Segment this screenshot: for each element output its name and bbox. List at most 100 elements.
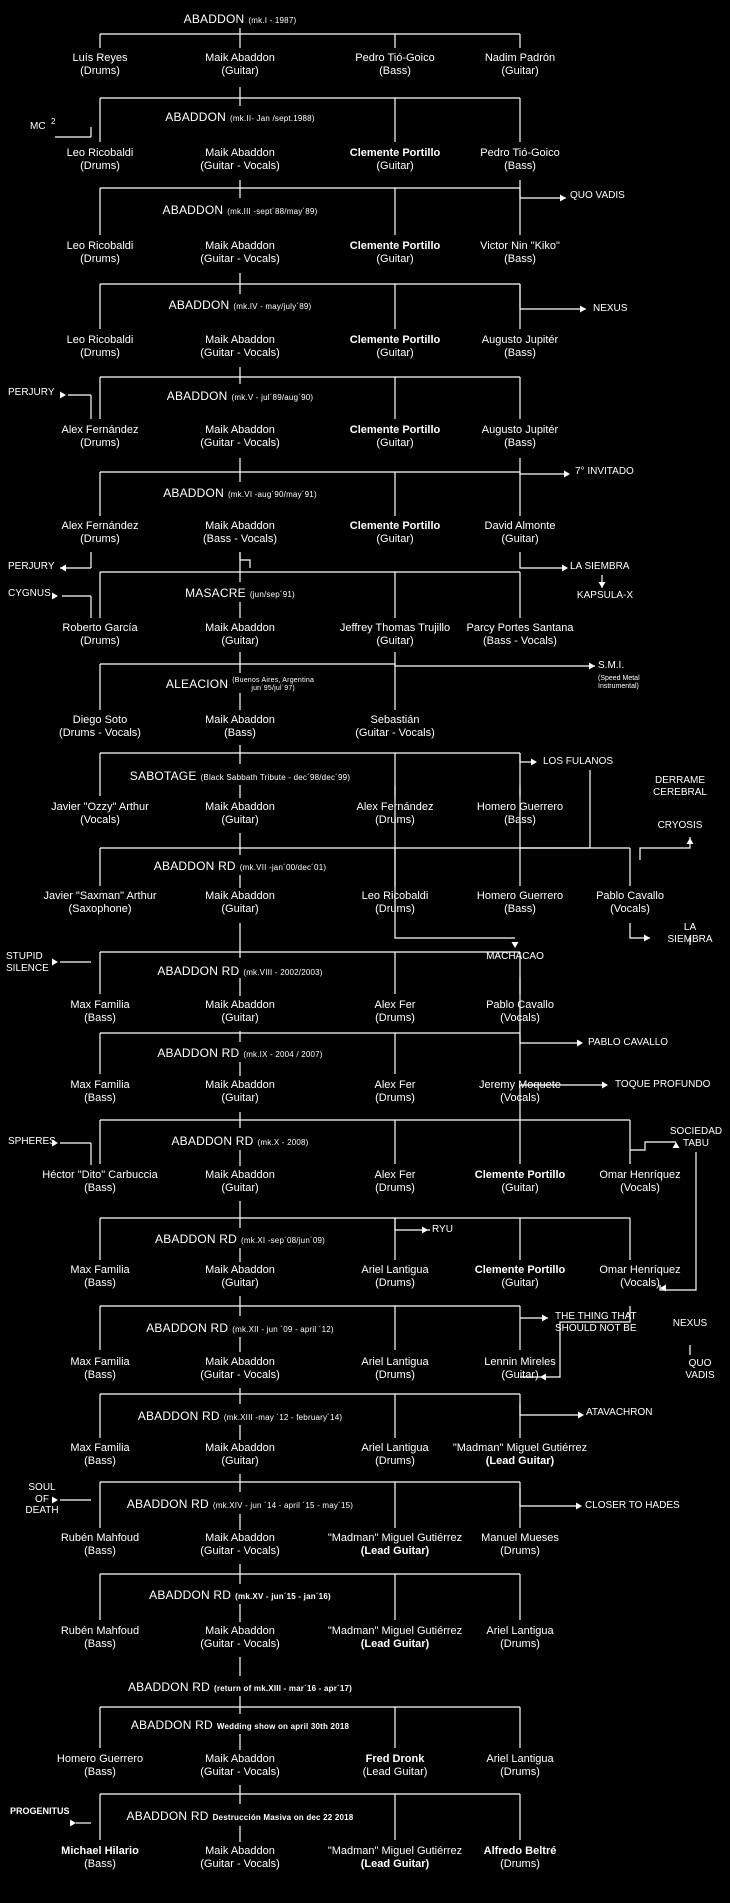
member-name: Alex Fer xyxy=(374,1079,416,1091)
member-name: Maik Abaddon xyxy=(205,999,275,1011)
side-band-label: QUO VADIS xyxy=(685,1358,715,1381)
member-entry: Diego Soto(Drums - Vocals) xyxy=(59,714,141,740)
era-period: (return of mk.XIII - mar´16 - apr´17) xyxy=(213,1684,353,1693)
member-entry: Lennin Mireles(Guitar) xyxy=(484,1356,556,1382)
member-name: Maik Abaddon xyxy=(205,240,275,252)
member-name: Clemente Portillo xyxy=(474,1264,566,1276)
arrowhead xyxy=(52,958,58,966)
member-entry: Ariel Lantigua(Drums) xyxy=(361,1356,428,1382)
member-entry: Homero Guerrero(Bass) xyxy=(477,890,563,916)
era-name: ABADDON RD xyxy=(127,1680,210,1694)
member-role: (Guitar) xyxy=(501,1369,539,1382)
member-entry: Maik Abaddon(Guitar - Vocals) xyxy=(200,240,279,266)
member-role: (Drums) xyxy=(500,1545,540,1558)
member-role: (Guitar) xyxy=(501,65,539,78)
member-entry: Rubén Mahfoud(Bass) xyxy=(61,1625,139,1651)
member-role: (Guitar) xyxy=(376,635,414,648)
era-heading: ABADDON RD(mk.X - 2008) xyxy=(171,1134,308,1148)
connector-line xyxy=(639,837,691,860)
member-name: Clemente Portillo xyxy=(349,424,441,436)
member-name: Maik Abaddon xyxy=(205,1625,275,1637)
arrowhead xyxy=(562,564,568,572)
member-entry: Clemente Portillo(Guitar) xyxy=(350,520,440,546)
era-name: ABADDON RD xyxy=(149,1588,232,1602)
era-heading: MASACRE(jun/sep´91) xyxy=(185,586,295,600)
connector-line xyxy=(519,978,580,1044)
member-name: Maik Abaddon xyxy=(205,1356,275,1368)
arrowhead xyxy=(60,391,66,399)
connector-line xyxy=(519,753,535,763)
member-entry: "Madman" Miguel Gutiérrez(Lead Guitar) xyxy=(453,1442,587,1468)
member-role: (Bass) xyxy=(84,1277,116,1290)
member-name: Maik Abaddon xyxy=(205,334,275,346)
member-name: Maik Abaddon xyxy=(205,1442,275,1454)
member-role: (Guitar - Vocals) xyxy=(200,1369,280,1382)
arrowhead xyxy=(577,1039,583,1047)
era-period: (mk.XI -sep´08/jun´09) xyxy=(241,1236,325,1245)
member-entry: Clemente Portillo(Guitar) xyxy=(350,424,440,450)
member-role: (Guitar) xyxy=(376,160,414,173)
member-entry: Leo Ricobaldi(Drums) xyxy=(362,890,429,916)
member-role: (Guitar) xyxy=(221,1092,259,1105)
connector-line xyxy=(659,1152,697,1291)
era-period: (mk.VIII - 2002/2003) xyxy=(243,968,323,977)
era-period: (mk.III -sept´88/may´89) xyxy=(227,207,318,216)
member-entry: David Almonte(Guitar) xyxy=(485,520,556,546)
member-name: "Madman" Miguel Gutiérrez xyxy=(452,1442,588,1454)
member-role: (Bass) xyxy=(84,1766,116,1779)
member-name: Manuel Mueses xyxy=(481,1532,559,1544)
arrowhead xyxy=(60,564,66,572)
member-name: Augusto Jupitér xyxy=(481,334,559,346)
member-role: (Guitar) xyxy=(221,1455,259,1468)
member-entry: Clemente Portillo(Guitar) xyxy=(475,1264,565,1290)
side-band-label: PERJURY xyxy=(8,387,55,398)
connector-line xyxy=(629,923,650,939)
member-role: (Bass) xyxy=(84,1369,116,1382)
member-role: (Bass) xyxy=(379,65,411,78)
era-name: ABADDON RD xyxy=(126,1497,209,1511)
member-role: (Guitar - Vocals) xyxy=(200,1766,280,1779)
connector-line xyxy=(519,458,566,475)
era-period: (mk.I - 1987) xyxy=(248,16,297,25)
member-name: Alex Fer xyxy=(374,999,416,1011)
era-heading: ABADDON RD(mk.VIII - 2002/2003) xyxy=(157,964,322,978)
member-entry: Maik Abaddon(Guitar) xyxy=(205,52,275,78)
member-name: Michael Hilario xyxy=(61,1845,139,1857)
era-heading: ABADDON RD(mk.VII -jan´00/dec´01) xyxy=(154,859,326,873)
member-role: (Guitar) xyxy=(221,903,259,916)
member-name: Augusto Jupitér xyxy=(481,424,559,436)
member-role: (Vocals) xyxy=(500,1092,540,1105)
side-band-label: NEXUS xyxy=(672,1318,708,1329)
member-entry: "Madman" Miguel Gutiérrez(Lead Guitar) xyxy=(328,1532,462,1558)
member-entry: Maik Abaddon(Guitar) xyxy=(205,1264,275,1290)
connector-line xyxy=(520,1306,631,1378)
arrowhead xyxy=(602,1081,608,1089)
member-entry: Javier "Saxman" Arthur(Saxophone) xyxy=(44,890,157,916)
arrowhead xyxy=(576,1502,582,1510)
member-role: (Lead Guitar) xyxy=(360,1858,430,1871)
member-name: Nadim Padrón xyxy=(484,52,556,64)
member-name: Clemente Portillo xyxy=(349,520,441,532)
member-entry: Jeffrey Thomas Trujillo(Guitar) xyxy=(340,622,450,648)
connector-line xyxy=(519,1404,582,1416)
member-entry: "Madman" Miguel Gutiérrez(Lead Guitar) xyxy=(328,1845,462,1871)
connector-line xyxy=(519,180,566,199)
member-name: Maik Abaddon xyxy=(205,1532,275,1544)
member-name: Omar Henríquez xyxy=(599,1264,681,1276)
member-entry: Luís Reyes(Drums) xyxy=(72,52,127,78)
era-name: ABADDON RD xyxy=(146,1321,229,1335)
member-entry: Pablo Cavallo(Vocals) xyxy=(596,890,664,916)
side-band-label: THE THING THAT SHOULD NOT BE xyxy=(555,1311,637,1334)
side-band-label: QUO VADIS xyxy=(570,190,625,201)
member-name: Parcy Portes Santana xyxy=(466,622,574,634)
era-period: (mk.IV - may/july´89) xyxy=(233,302,312,311)
member-name: Maik Abaddon xyxy=(205,147,275,159)
member-entry: Roberto García(Drums) xyxy=(62,622,137,648)
member-name: Diego Soto xyxy=(72,714,128,726)
member-entry: Max Familia(Bass) xyxy=(70,999,129,1025)
member-entry: Maik Abaddon(Guitar - Vocals) xyxy=(200,424,279,450)
member-name: Maik Abaddon xyxy=(205,52,275,64)
